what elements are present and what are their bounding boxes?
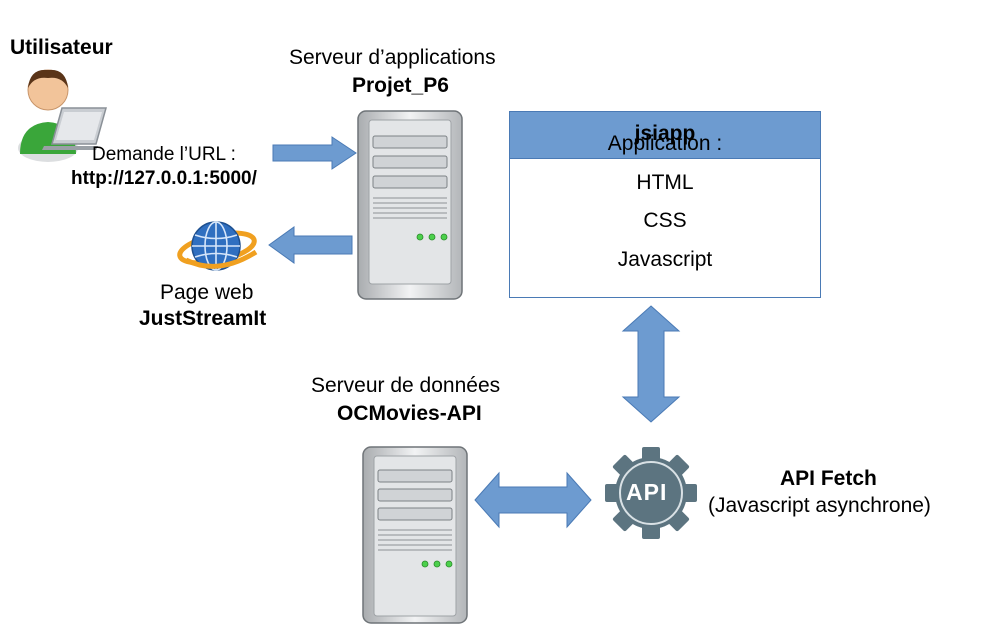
data-server-name: OCMovies-API — [337, 402, 482, 425]
app-server-name: Projet_P6 — [352, 74, 449, 97]
webpage-label: Page web — [160, 281, 254, 304]
app-server-label: Serveur d’applications — [289, 46, 496, 69]
data-server-icon — [362, 446, 468, 624]
api-subtitle: (Javascript asynchrone) — [708, 494, 931, 517]
request-url: http://127.0.0.1:5000/ — [71, 168, 257, 189]
app-server-icon — [357, 110, 463, 300]
api-gear-icon — [605, 447, 697, 539]
response-arrow — [268, 226, 353, 264]
request-label: Demande l’URL : — [92, 144, 236, 165]
horizontal-double-arrow — [474, 471, 592, 529]
api-title: API Fetch — [780, 467, 877, 490]
api-badge-label: API — [626, 479, 668, 505]
user-label: Utilisateur — [10, 36, 113, 59]
application-box: Application : jsiapp HTML CSS Javascript — [509, 111, 821, 298]
application-header: Application : jsiapp — [510, 112, 820, 159]
webpage-name: JustStreamIt — [139, 307, 267, 330]
user-icon — [18, 69, 107, 162]
vertical-double-arrow — [621, 305, 681, 423]
application-item-javascript: Javascript — [617, 248, 713, 271]
globe-icon — [177, 221, 258, 271]
application-name: jsiapp — [634, 122, 696, 145]
application-item-html: HTML — [636, 171, 694, 194]
application-prefix: Application : — [607, 132, 723, 155]
application-item-css: CSS — [643, 209, 687, 232]
data-server-label: Serveur de données — [311, 374, 501, 397]
request-arrow — [272, 136, 357, 170]
